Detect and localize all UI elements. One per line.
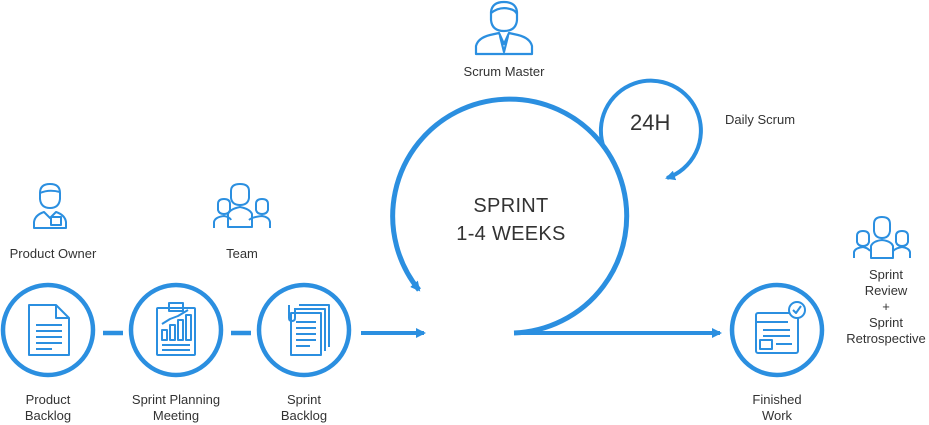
finished-work-label: Finished Work: [727, 392, 827, 424]
daily-cycle-label: 24H: [630, 110, 671, 135]
review-label-line3: +: [882, 299, 890, 314]
sprint-planning-label: Sprint Planning Meeting: [116, 392, 236, 424]
review-label-line4: Sprint: [869, 315, 903, 330]
finished-work-label-line2: Work: [761, 408, 793, 423]
team-icon: [213, 183, 271, 228]
stacked-documents-icon: [288, 304, 330, 356]
review-label-line2: Review: [864, 283, 908, 298]
daily-scrum-label: Daily Scrum: [724, 112, 796, 127]
sprint-planning-label-line2: Meeting: [152, 408, 200, 423]
sprint-backlog-label-line1: Sprint: [287, 392, 321, 407]
clipboard-chart-icon: [156, 302, 196, 356]
sprint-backlog-label: Sprint Backlog: [254, 392, 354, 424]
sprint-planning-label-line1: Sprint Planning: [131, 392, 221, 407]
finished-work-label-line1: Finished: [752, 392, 802, 407]
sprint-title-line1: SPRINT: [473, 195, 549, 217]
review-label-line5: Retrospective: [846, 331, 926, 346]
sprint-loop: [390, 96, 630, 336]
product-backlog-label-line1: Product: [25, 392, 71, 407]
finished-work-circle: [729, 282, 825, 378]
finished-work-icon: [755, 301, 806, 354]
product-backlog-circle: [0, 282, 96, 378]
product-owner-label: Product Owner: [9, 246, 97, 261]
review-label-line1: Sprint: [869, 267, 903, 282]
review-label: Sprint Review + Sprint Retrospective: [836, 267, 929, 347]
sprint-title: SPRINT 1-4 WEEKS: [411, 192, 611, 248]
product-backlog-label-line2: Backlog: [24, 408, 72, 423]
sprint-planning-circle: [128, 282, 224, 378]
sprint-backlog-label-line2: Backlog: [280, 408, 328, 423]
sprint-title-line2: 1-4 WEEKS: [456, 223, 566, 245]
document-icon: [28, 304, 70, 356]
scrum-master-icon: [474, 0, 534, 56]
product-backlog-label: Product Backlog: [0, 392, 96, 424]
sprint-backlog-circle: [256, 282, 352, 378]
team-label: Team: [226, 246, 258, 261]
review-team-icon: [853, 216, 911, 259]
daily-scrum-loop: [598, 78, 703, 181]
scrum-master-label: Scrum Master: [463, 64, 545, 79]
product-owner-icon: [33, 183, 67, 229]
